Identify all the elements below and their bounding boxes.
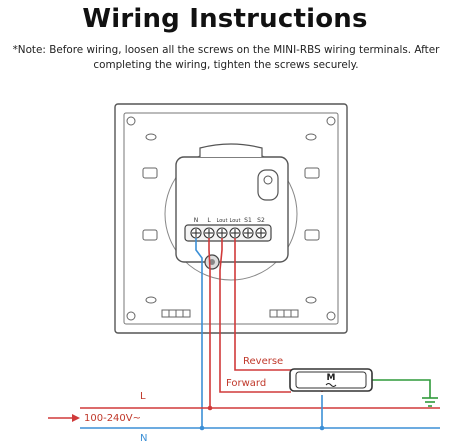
terminal-label-l: L (207, 217, 211, 224)
voltage-label: 100-240V~ (84, 413, 141, 424)
motor: M (289, 368, 373, 392)
forward-wire (219, 238, 291, 393)
supply-arrow-icon (48, 414, 80, 422)
neutral-label: N (140, 433, 147, 444)
neutral-wire-switch (195, 238, 203, 428)
terminal-label-lout-1: Lout (217, 218, 228, 224)
earth-wire (372, 379, 431, 398)
terminal-label-s2: S2 (257, 217, 265, 224)
live-wire-switch (208, 238, 211, 408)
terminal-label-n: N (194, 217, 199, 224)
wires (80, 238, 440, 429)
junction-dots (199, 405, 325, 431)
live-label: L (140, 391, 146, 402)
terminal-label-lout-2: Lout (230, 218, 241, 224)
reverse-label: Reverse (243, 356, 283, 367)
wiring-note: *Note: Before wiring, loosen all the scr… (12, 44, 440, 71)
motor-label: M (327, 373, 336, 383)
page-title: Wiring Instructions (82, 4, 368, 34)
ground-icon (422, 397, 438, 407)
forward-label: Forward (226, 378, 266, 389)
terminal-label-s1: S1 (244, 217, 252, 224)
mini-rbs-module: N L Lout Lout S1 S2 (175, 143, 289, 270)
